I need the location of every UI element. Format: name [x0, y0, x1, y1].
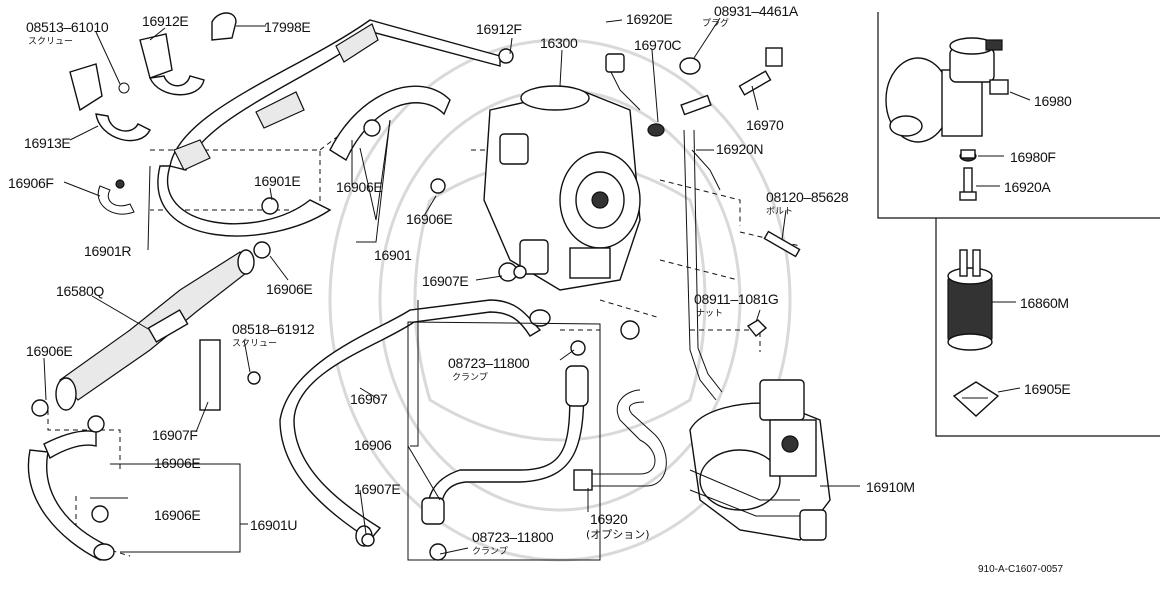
- label-16913e: 16913E: [24, 135, 71, 151]
- part-16980f-image: [959, 149, 977, 162]
- label-16912e: 16912E: [142, 13, 189, 29]
- label-16901r: 16901R: [84, 243, 132, 259]
- label-08120-85628-desc: ボルト: [766, 207, 794, 217]
- leader-lines: [43, 17, 1031, 561]
- label-16920e-top: 16920E: [626, 11, 673, 27]
- label-16906e-b: 16906E: [406, 211, 453, 227]
- label-16907f: 16907F: [152, 427, 198, 443]
- hose-16901u: [27, 430, 115, 561]
- part-16910m-image: [689, 379, 831, 541]
- label-16905e: 16905E: [1024, 381, 1071, 397]
- label-08911-1081g: 08911–1081G: [694, 291, 779, 307]
- pipe-16920: [573, 389, 667, 491]
- label-08931-4461a: 08931–4461A: [714, 3, 798, 19]
- label-16906e-f: 16906E: [154, 507, 201, 523]
- hose-16901r: [157, 19, 501, 237]
- label-08723-11800-a-desc: クランプ: [452, 373, 488, 383]
- inset-panel: [877, 12, 1160, 219]
- label-16920a: 16920A: [1004, 179, 1051, 195]
- inset-panel-lower: [935, 218, 1160, 437]
- label-16910m: 16910M: [866, 479, 915, 495]
- label-16970: 16970: [746, 117, 784, 133]
- label-16970c: 16970C: [634, 37, 682, 53]
- part-16905e-image: [952, 381, 1000, 417]
- label-08723-11800-b: 08723–11800: [472, 529, 554, 545]
- label-08931-4461a-desc: プラグ: [702, 19, 730, 29]
- label-16906e-e: 16906E: [154, 455, 201, 471]
- part-16300-image: [483, 53, 641, 291]
- hose-16906: [421, 365, 589, 525]
- part-16980-image: [885, 37, 1009, 143]
- label-16920: 16920: [590, 511, 628, 527]
- label-08723-11800-a: 08723–11800: [448, 355, 530, 371]
- label-16907: 16907: [350, 391, 388, 407]
- part-16860m-image: [947, 249, 993, 351]
- pipe-16920n: [683, 129, 723, 401]
- label-16906e-a: 16906E: [336, 179, 383, 195]
- label-16906e-c: 16906E: [266, 281, 313, 297]
- label-16580q: 16580Q: [56, 283, 105, 299]
- label-16907e-b: 16907E: [354, 481, 401, 497]
- label-16920-desc: (オプション): [586, 528, 650, 541]
- label-08911-1081g-desc: ナット: [696, 309, 724, 319]
- label-08120-85628: 08120–85628: [766, 189, 849, 205]
- label-16901u: 16901U: [250, 517, 298, 533]
- label-08723-11800-b-desc: クランプ: [472, 547, 508, 557]
- label-16300: 16300: [540, 35, 578, 51]
- part-16920a-image: [959, 167, 977, 201]
- label-08518-61912: 08518–61912: [232, 321, 315, 337]
- label-08518-61912-desc: スクリュー: [232, 339, 278, 349]
- label-16901e: 16901E: [254, 173, 301, 189]
- label-16980f: 16980F: [1010, 149, 1056, 165]
- label-17998e: 17998E: [264, 19, 311, 35]
- label-16906e-d: 16906E: [26, 343, 73, 359]
- label-16906: 16906: [354, 437, 392, 453]
- label-16912f: 16912F: [476, 21, 522, 37]
- label-08513-61010-desc: スクリュー: [28, 37, 74, 47]
- label-16901: 16901: [374, 247, 412, 263]
- diagram-code: 910-A-C1607-0057: [978, 564, 1064, 575]
- label-16906f: 16906F: [8, 175, 54, 191]
- label-08513-61010: 08513–61010: [26, 19, 109, 35]
- label-16920n: 16920N: [716, 141, 764, 157]
- label-16907e-a: 16907E: [422, 273, 469, 289]
- label-16980: 16980: [1034, 93, 1072, 109]
- label-16860m: 16860M: [1020, 295, 1069, 311]
- part-16580q-image: [55, 249, 255, 411]
